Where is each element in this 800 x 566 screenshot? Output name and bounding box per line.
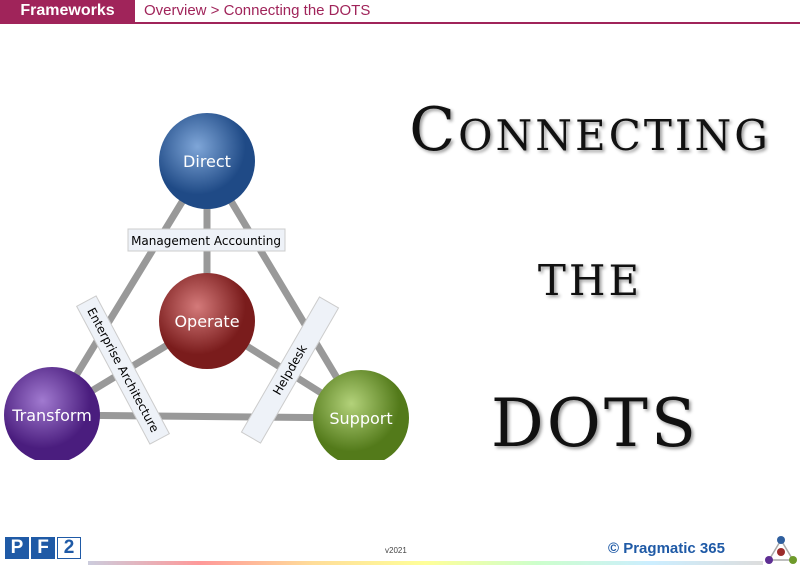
version-label: v2021 (385, 546, 407, 555)
title-line-2: the (537, 240, 643, 310)
dots-logo-icon (765, 536, 797, 564)
header-bar: Frameworks Overview > Connecting the DOT… (0, 0, 800, 24)
node-transform: Transform (4, 367, 100, 460)
dots-diagram: Direct Operate Transform Support Managem… (4, 113, 409, 460)
breadcrumb: Overview > Connecting the DOTS (144, 2, 371, 19)
section-title: Frameworks (0, 0, 135, 22)
node-support: Support (313, 370, 409, 460)
svg-text:Operate: Operate (174, 312, 239, 331)
copyright: © Pragmatic 365 (608, 540, 725, 557)
rainbow-divider (88, 561, 763, 565)
title-line-3: DOTS (490, 385, 700, 462)
svg-text:Management Accounting: Management Accounting (131, 234, 281, 248)
svg-text:Transform: Transform (11, 406, 92, 425)
node-operate: Operate (159, 273, 255, 369)
svg-text:Direct: Direct (183, 152, 231, 171)
title-line-1: Connecting (409, 95, 771, 165)
svg-text:Support: Support (329, 409, 392, 428)
label-management-accounting: Management Accounting (127, 228, 286, 252)
node-direct: Direct (159, 113, 255, 209)
